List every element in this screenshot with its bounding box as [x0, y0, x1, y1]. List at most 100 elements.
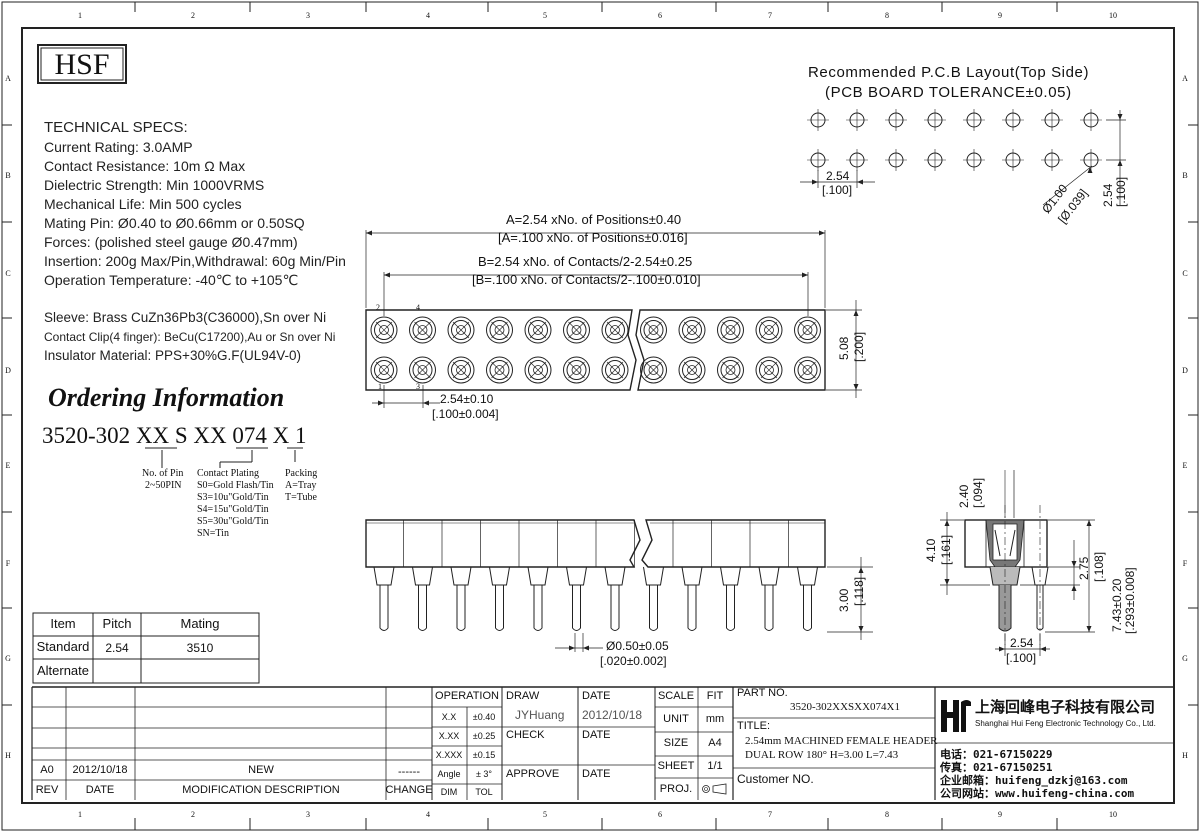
- row-marker: H: [1182, 751, 1188, 760]
- contact-finger: [722, 361, 739, 379]
- contact-ring: [374, 320, 394, 340]
- contact-finger: [375, 321, 393, 339]
- dimension-arrow: [366, 230, 372, 236]
- tolerance-value: ± 3°: [475, 769, 493, 779]
- pin-tail: [379, 585, 389, 631]
- packing-option: T=Tube: [285, 492, 317, 503]
- column-marker: 6: [658, 11, 662, 20]
- column-marker: 7: [768, 810, 772, 819]
- contact-ring: [489, 320, 510, 340]
- pin-shoulder: [527, 566, 549, 586]
- dimension-arrow: [812, 179, 818, 185]
- customer-no-label: Customer NO.: [737, 772, 814, 786]
- row-marker: A: [1182, 74, 1188, 83]
- contact-finger: [414, 361, 431, 379]
- dimension-arrow: [1117, 160, 1123, 166]
- pin-shoulder: [604, 566, 626, 586]
- pin-tail: [764, 585, 774, 631]
- spec-line: Dielectric Strength: Min 1000VRMS: [44, 177, 265, 193]
- contact-outer: [601, 356, 629, 384]
- scale-label: SCALE: [657, 690, 695, 702]
- column-marker: 10: [1109, 810, 1117, 819]
- dimension-arrow: [1087, 167, 1093, 173]
- dimension-arrow: [802, 272, 808, 278]
- pin-shoulder: [797, 566, 818, 586]
- rev-header: MODIFICATION DESCRIPTION: [182, 784, 340, 796]
- contact-outer: [447, 316, 475, 344]
- title-label: TITLE:: [737, 720, 771, 732]
- section-pitch-inch: [.100]: [1006, 651, 1037, 665]
- contact-finger: [568, 321, 585, 339]
- rev-header: REV: [35, 784, 59, 796]
- date-label: DATE: [582, 768, 611, 780]
- pin-number: 4: [416, 303, 420, 312]
- contact-outer: [524, 356, 552, 384]
- material-line: Sleeve: Brass CuZn36Pb3(C36000),Sn over …: [44, 310, 327, 325]
- contact-outer: [409, 316, 436, 344]
- contact-hole: [379, 325, 389, 335]
- tolerance-value: ±0.40: [472, 712, 496, 722]
- contact-finger: [452, 321, 470, 339]
- dim-label: DIM: [440, 787, 458, 797]
- contact-hole: [456, 365, 466, 375]
- sheet-label: SHEET: [657, 760, 695, 772]
- dim-275: 2.75: [1077, 556, 1091, 580]
- dimension-arrow: [1071, 585, 1077, 591]
- title-line: DUAL ROW 180° H=3.00 L=7.43: [745, 749, 899, 761]
- pcb-pitch-y: 2.54: [1101, 183, 1115, 207]
- dimension-arrow: [1071, 561, 1077, 567]
- contact-ring: [451, 320, 471, 340]
- rev-value: A0: [40, 764, 54, 776]
- hsf-logo: HSF: [54, 48, 110, 81]
- contact-ring: [720, 360, 741, 380]
- table-header: Mating: [180, 616, 220, 631]
- column-marker: 9: [998, 11, 1002, 20]
- contact-finger: [799, 361, 816, 379]
- contact-finger: [529, 321, 547, 339]
- contact-ring: [412, 320, 433, 340]
- row-marker: H: [5, 751, 11, 760]
- pcb-layout-title: Recommended P.C.B Layout(Top Side): [808, 64, 1090, 81]
- packing-option: A=Tray: [285, 480, 317, 491]
- column-marker: 5: [543, 11, 547, 20]
- row-marker: C: [1182, 269, 1188, 278]
- table-cell: 3510: [186, 641, 214, 655]
- section-pitch: 2.54: [1010, 636, 1034, 650]
- contact-ring: [451, 360, 471, 380]
- contact-outer: [717, 356, 744, 384]
- contact-finger: [645, 361, 662, 379]
- contact-outer: [717, 316, 744, 344]
- column-marker: 4: [426, 11, 430, 20]
- pin-shoulder: [681, 566, 703, 586]
- contact-outer: [640, 316, 667, 344]
- pin-tail: [649, 585, 658, 631]
- pin-shoulder: [412, 566, 433, 586]
- dimension-arrow: [858, 626, 864, 632]
- pin-tail: [495, 585, 504, 631]
- contact-ring: [797, 360, 818, 380]
- part-no-label: PART NO.: [737, 687, 788, 699]
- contact-finger: [760, 321, 778, 339]
- date-value: 2012/10/18: [582, 708, 643, 722]
- contact-ring: [528, 360, 548, 380]
- dimension-arrow: [853, 384, 859, 390]
- dimension-arrow: [423, 400, 429, 406]
- date-label: DATE: [582, 690, 611, 702]
- tolerance-class: X.X: [441, 712, 457, 722]
- company-name-cn: 上海回峰电子科技有限公司: [975, 699, 1156, 716]
- contact-hole: [648, 325, 659, 335]
- row-marker: F: [5, 559, 11, 568]
- contact-ring: [374, 360, 394, 380]
- material-line: Insulator Material: PPS+30%G.F(UL94V-0): [44, 348, 301, 363]
- contact-hole: [571, 325, 582, 335]
- pin-tail: [533, 585, 543, 631]
- row-marker: E: [5, 461, 11, 470]
- pin-tail: [610, 585, 620, 631]
- contact-ring: [528, 320, 548, 340]
- table-cell: Alternate: [36, 663, 90, 678]
- logo-box: [37, 44, 127, 84]
- pin-shoulder: [720, 566, 741, 586]
